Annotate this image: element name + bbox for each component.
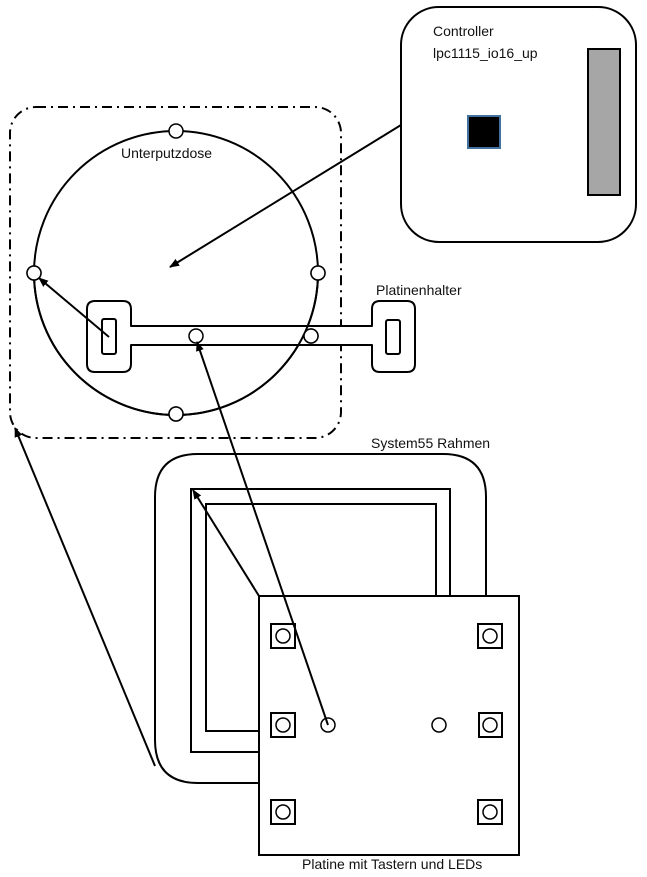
screw-hole-left-overlay xyxy=(26,265,42,281)
button-middle-left xyxy=(270,712,296,738)
controller-board: Controller lpc1115_io16_up xyxy=(400,6,637,243)
flush-box: Unterputzdose xyxy=(26,123,326,422)
frame: System55 Rahmen xyxy=(154,435,490,784)
frame-outer-inner-edge xyxy=(190,488,451,753)
button-top-right xyxy=(477,623,503,649)
pcb-holder-label: Platinenhalter xyxy=(376,282,462,298)
controller-label-line2: lpc1115_io16_up xyxy=(433,45,538,61)
frame-label: System55 Rahmen xyxy=(371,435,490,451)
screw-hole-top xyxy=(168,123,184,139)
microcontroller-chip xyxy=(467,115,501,149)
flush-box-label: Unterputzdose xyxy=(121,145,212,161)
holder-slot-right xyxy=(385,319,401,355)
pin-header-connector xyxy=(587,48,621,196)
arrow-led-to-holder-hole xyxy=(196,341,329,726)
button-top-left xyxy=(270,623,296,649)
button-bottom-right xyxy=(477,799,503,825)
frame-inner-opening xyxy=(205,503,437,732)
arrow-holder-to-screw-hole xyxy=(38,277,110,338)
screw-hole-right-overlay xyxy=(310,265,326,281)
screw-hole-bottom-overlay xyxy=(168,406,184,422)
button-middle-right xyxy=(478,712,503,738)
button-bottom-left xyxy=(270,799,296,825)
holder-hole-left xyxy=(188,328,204,344)
holder-hole-right-overlay xyxy=(303,328,319,344)
arrow-frame-to-mounting-area xyxy=(14,427,156,767)
arrow-pcb-to-frame xyxy=(192,489,260,597)
controller-label-line1: Controller xyxy=(433,23,494,39)
pcb-label: Platine mit Tastern und LEDs xyxy=(302,856,482,872)
pcb: Platine mit Tastern und LEDs xyxy=(258,595,520,872)
mounting-area-outline xyxy=(9,106,342,439)
arrow-controller-to-flush-box xyxy=(169,124,402,268)
led-right xyxy=(431,717,447,733)
pcb-holder: Platinenhalter xyxy=(86,282,462,373)
